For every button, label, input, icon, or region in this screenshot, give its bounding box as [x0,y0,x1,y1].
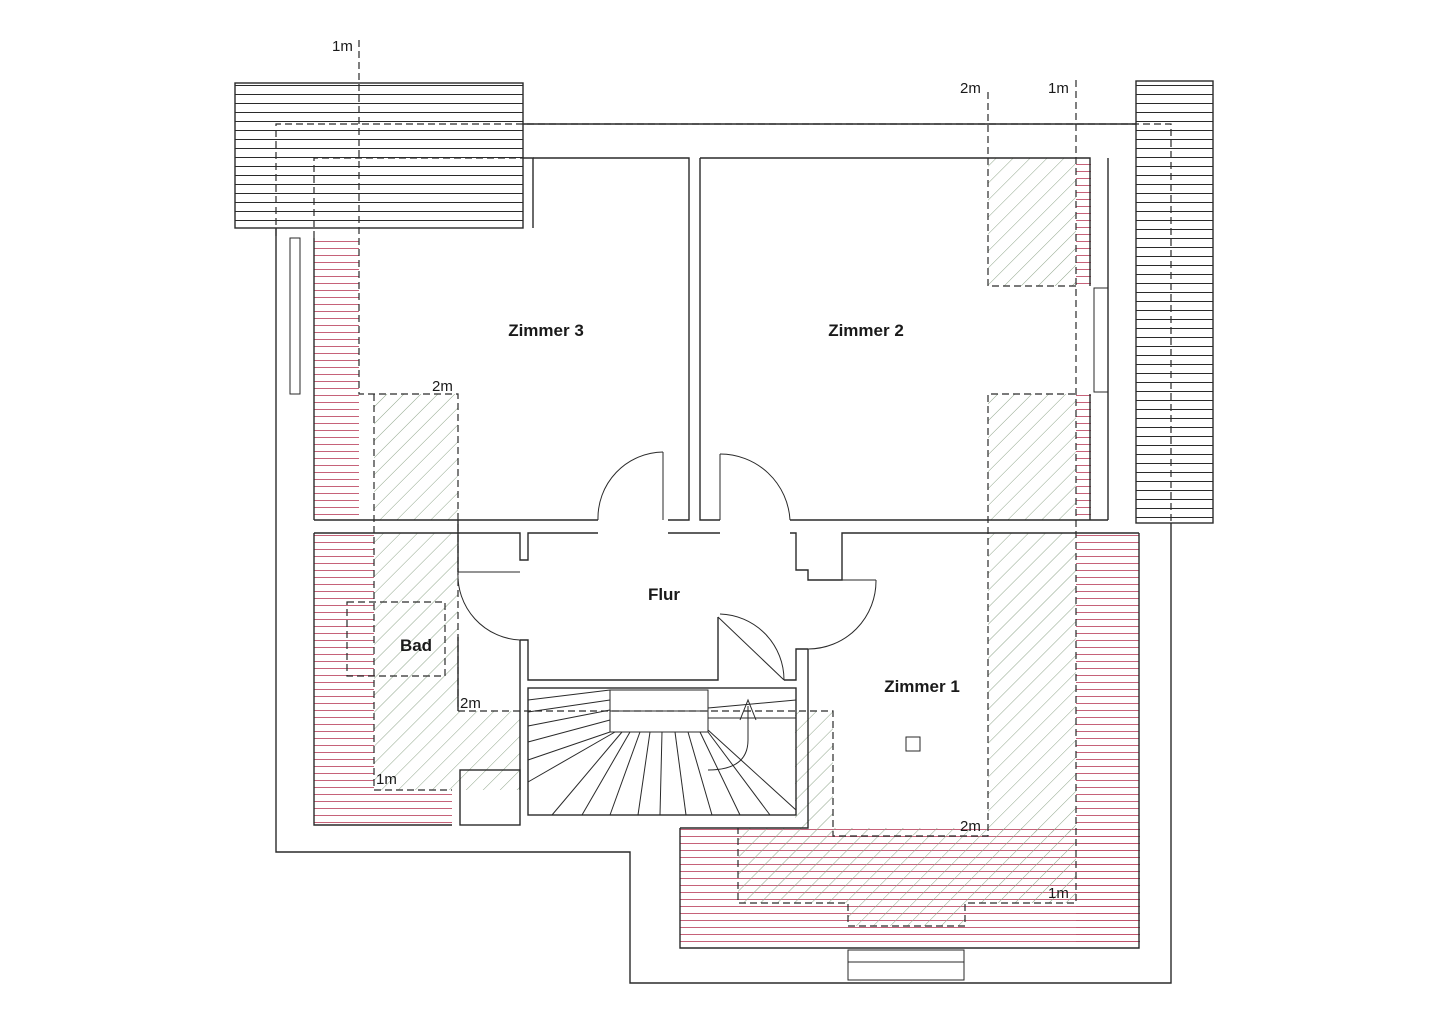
door-staircase [717,613,785,681]
height-mark-top-right-1m: 1m [1048,80,1069,97]
height-mark-zimmer1-2m: 2m [960,818,981,835]
door-bad [457,571,521,641]
height-mark-zimmer3-2m: 2m [432,378,453,395]
interior-walls [314,157,1139,829]
roof-window-left [234,82,524,229]
roof-window-right [1135,80,1214,524]
room-label-flur: Flur [648,585,680,604]
height-mark-flur-2m: 2m [460,695,481,712]
height-mark-zimmer1-1m: 1m [1048,885,1069,902]
room-label-zimmer1: Zimmer 1 [884,677,960,696]
room-label-zimmer3: Zimmer 3 [508,321,584,340]
height-contour-lines [358,40,1077,927]
room-label-bad: Bad [400,636,432,655]
room-label-zimmer2: Zimmer 2 [828,321,904,340]
door-zimmer2 [719,453,791,521]
height-mark-top-right-2m: 2m [960,80,981,97]
door-zimmer3 [597,451,664,521]
roof-hatch-square [905,736,921,752]
door-zimmer1 [807,579,877,650]
height-mark-top-left-1m: 1m [332,38,353,55]
1m-line-left [313,157,523,238]
height-mark-bad-1m: 1m [376,771,397,788]
bathtub-outline [346,601,446,677]
chimney [459,769,521,826]
eave-dashed-outline [275,123,1172,523]
stair-direction-arrow-icon [739,698,757,721]
zone-1m-2m [374,158,1076,926]
staircase [527,687,797,816]
